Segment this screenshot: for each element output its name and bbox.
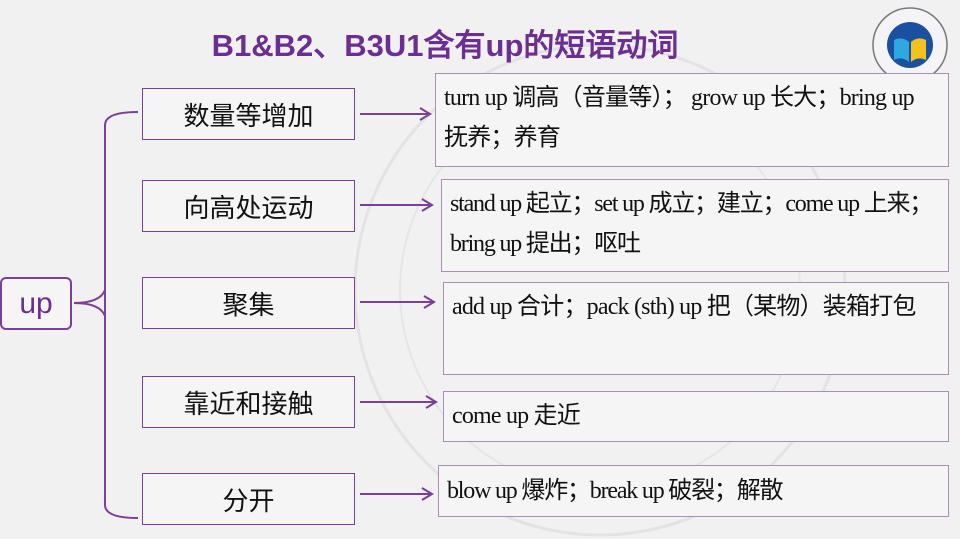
arrows <box>360 107 438 501</box>
page-title: B1&B2、B3U1含有up的短语动词 <box>211 28 679 63</box>
definition-box: come up 走近 <box>443 391 949 442</box>
bracket <box>104 111 139 519</box>
definition-box: blow up 爆炸；break up 破裂；解散 <box>438 465 949 517</box>
definition-box: turn up 调高（音量等）； grow up 长大；bring up 抚养；… <box>435 73 949 167</box>
definition-box: add up 合计；pack (sth) up 把（某物）装箱打包 <box>443 282 949 375</box>
category-box: 靠近和接触 <box>142 376 355 428</box>
category-box: 聚集 <box>142 277 355 329</box>
category-box: 分开 <box>142 473 355 525</box>
root-word-up: up <box>0 277 72 330</box>
category-box: 数量等增加 <box>142 88 355 140</box>
category-box: 向高处运动 <box>142 180 355 232</box>
definition-box: stand up 起立；set up 成立；建立；come up 上来；brin… <box>441 179 949 272</box>
victor-english-logo <box>868 6 952 84</box>
